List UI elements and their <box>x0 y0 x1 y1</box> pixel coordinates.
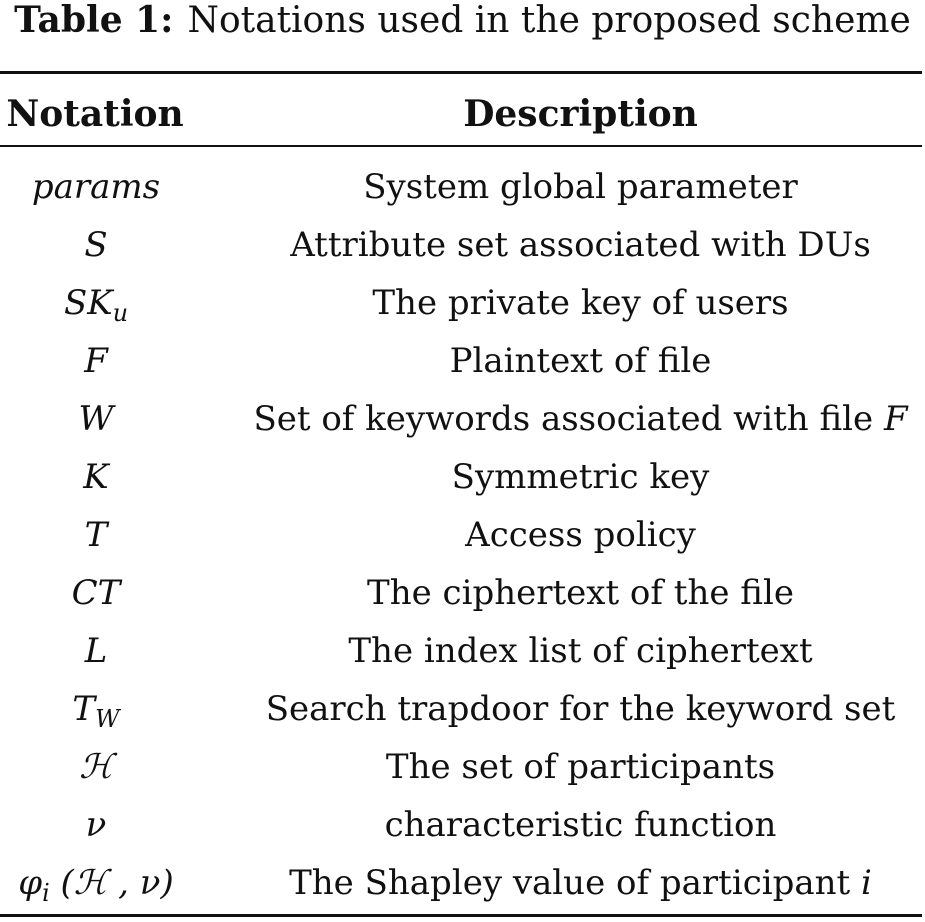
description-cell: The index list of ciphertext <box>348 631 813 671</box>
notation-subscript: i <box>42 879 50 908</box>
notation-cell: W <box>78 399 114 439</box>
notation-cell: SKu <box>63 283 129 328</box>
notation-cell: F <box>84 341 108 381</box>
description-cell: The ciphertext of the file <box>367 573 794 613</box>
description-variable: i <box>861 863 872 903</box>
notation-cell: CT <box>71 573 121 613</box>
header-description: Description <box>463 93 698 135</box>
table-row: T Access policy <box>0 506 925 564</box>
notation-cell: φi (ℋ , ν) <box>18 863 174 908</box>
table-row: SKu The private key of users <box>0 274 925 332</box>
table-row: W Set of keywords associated with file F <box>0 390 925 448</box>
description-cell: Set of keywords associated with file F <box>253 399 908 439</box>
caption-text: Notations used in the proposed scheme <box>187 0 911 41</box>
table-body: params System global parameter S Attribu… <box>0 158 925 912</box>
header-notation: Notation <box>6 93 184 135</box>
table-row: ν characteristic function <box>0 796 925 854</box>
notation-cell: L <box>84 631 108 671</box>
table-row: φi (ℋ , ν) The Shapley value of particip… <box>0 854 925 912</box>
notation-arguments: (ℋ , ν) <box>49 863 174 903</box>
notation-cell: T <box>84 515 108 555</box>
table-row: K Symmetric key <box>0 448 925 506</box>
description-variable: F <box>883 399 908 439</box>
notation-cell: ν <box>85 805 107 845</box>
description-cell: Attribute set associated with DUs <box>290 225 871 265</box>
table-row: L The index list of ciphertext <box>0 622 925 680</box>
table-row: F Plaintext of file <box>0 332 925 390</box>
notation-subscript: u <box>112 299 129 328</box>
description-cell: The set of participants <box>385 747 776 787</box>
notation-cell: params <box>31 167 161 207</box>
description-cell: Symmetric key <box>451 457 710 497</box>
header-rule <box>0 145 922 147</box>
description-cell: The Shapley value of participant i <box>289 863 872 903</box>
table-row: S Attribute set associated with DUs <box>0 216 925 274</box>
notation-subscript: W <box>95 705 120 734</box>
table-row: params System global parameter <box>0 158 925 216</box>
notation-cell: TW <box>72 689 120 734</box>
description-cell: Plaintext of file <box>449 341 712 381</box>
table-row: CT The ciphertext of the file <box>0 564 925 622</box>
top-rule <box>0 71 922 74</box>
table-row: TW Search trapdoor for the keyword set <box>0 680 925 738</box>
table-header: Notation Description <box>0 90 925 138</box>
table-caption: Table 1: Notations used in the proposed s… <box>0 0 925 41</box>
notation-cell: S <box>84 225 108 265</box>
description-cell: System global parameter <box>363 167 798 207</box>
description-cell: Access policy <box>465 515 696 555</box>
caption-label: Table 1: <box>14 0 174 41</box>
table-row: ℋ The set of participants <box>0 738 925 796</box>
description-cell: Search trapdoor for the keyword set <box>265 689 896 729</box>
description-cell: characteristic function <box>384 805 777 845</box>
notation-cell: K <box>83 457 109 497</box>
bottom-rule <box>0 914 922 917</box>
description-cell: The private key of users <box>372 283 789 323</box>
notation-cell: ℋ <box>79 747 113 787</box>
